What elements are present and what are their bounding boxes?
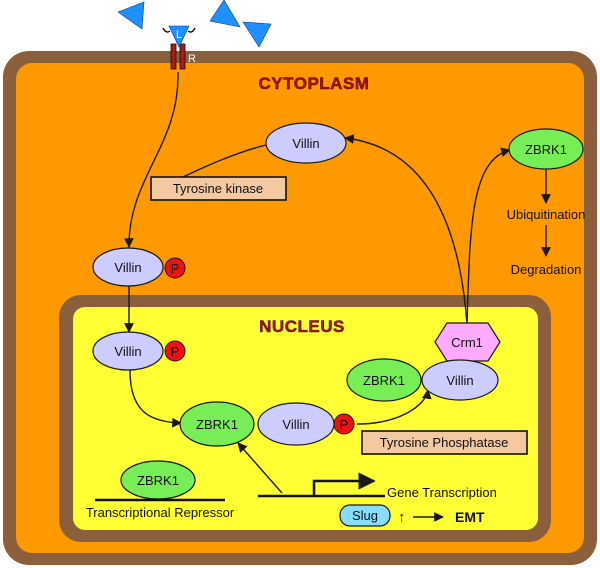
cytoplasm-label: CYTOPLASM: [259, 74, 370, 93]
arrow-crm1-export-to-zbrk1: [466, 147, 511, 325]
arrow-receptor-to-kinase: [123, 71, 179, 248]
tyrosine-phosphatase-box: [361, 430, 528, 455]
zbrk1-complex: [179, 401, 255, 447]
crm1-label: Crm1: [451, 335, 483, 350]
ligand-icon: [242, 21, 272, 48]
phospho-label: P: [171, 261, 180, 276]
phospho-icon: [164, 340, 186, 362]
arrow-dephosphorylation: [356, 389, 432, 425]
phospho-icon: [333, 413, 355, 435]
villin-crm1-complex-label: Villin: [446, 373, 473, 388]
bound-ligand-icon: [168, 25, 190, 48]
receptor-label: R: [188, 53, 196, 65]
up-arrow-icon: ↑: [398, 509, 406, 526]
phospho-label: P: [340, 417, 349, 432]
tyrosine-phosphatase-label: Tyrosine Phosphatase: [380, 435, 509, 450]
gene-transcription-label: Gene Transcription: [387, 485, 497, 500]
ligand-icon: [117, 1, 145, 30]
crm1-hexagon: [434, 322, 501, 362]
ligand-icon: [209, 0, 241, 28]
zbrk1-crm1-complex-label: ZBRK1: [363, 373, 405, 388]
phospho-label: P: [171, 344, 180, 359]
transcriptional-repressor-label: Transcriptional Repressor: [86, 505, 235, 520]
tyrosine-kinase-box: [150, 176, 287, 201]
villin-p-cytoplasm-label: Villin: [114, 260, 141, 275]
phospho-icon: [164, 257, 186, 279]
slug-label: Slug: [352, 508, 378, 523]
villin-crm1-complex: [421, 359, 499, 401]
villin-complex-label: Villin: [282, 417, 309, 432]
arrow-crm1-export-to-villin: [344, 134, 468, 325]
villin-cytoplasm-label: Villin: [292, 136, 319, 151]
arrow-villin-p-to-complex: [129, 369, 182, 428]
villin-p-cytoplasm: [92, 247, 164, 287]
arrow-gene-to-complex: [237, 442, 283, 494]
villin-cytoplasm: [265, 122, 347, 164]
transcription-start-arrow: [312, 472, 376, 496]
villin-p-nucleus-label: Villin: [114, 344, 141, 359]
zbrk1-cytoplasm-label: ZBRK1: [525, 142, 567, 157]
zbrk1-crm1-complex: [346, 358, 422, 402]
villin-p-nucleus: [92, 331, 164, 371]
zbrk1-complex-label: ZBRK1: [196, 417, 238, 432]
zbrk1-repressor-label: ZBRK1: [137, 473, 179, 488]
ligand-label: L: [176, 29, 182, 41]
nucleus-label: NUCLEUS: [259, 317, 345, 336]
degradation-label: Degradation: [511, 262, 582, 277]
zbrk1-cytoplasm: [508, 128, 584, 170]
emt-label: EMT: [455, 509, 485, 525]
receptor: L R: [162, 25, 196, 70]
ubiquitination-label: Ubiquitination: [507, 207, 586, 222]
slug-node: [339, 504, 391, 527]
tyrosine-kinase-label: Tyrosine kinase: [173, 181, 263, 196]
